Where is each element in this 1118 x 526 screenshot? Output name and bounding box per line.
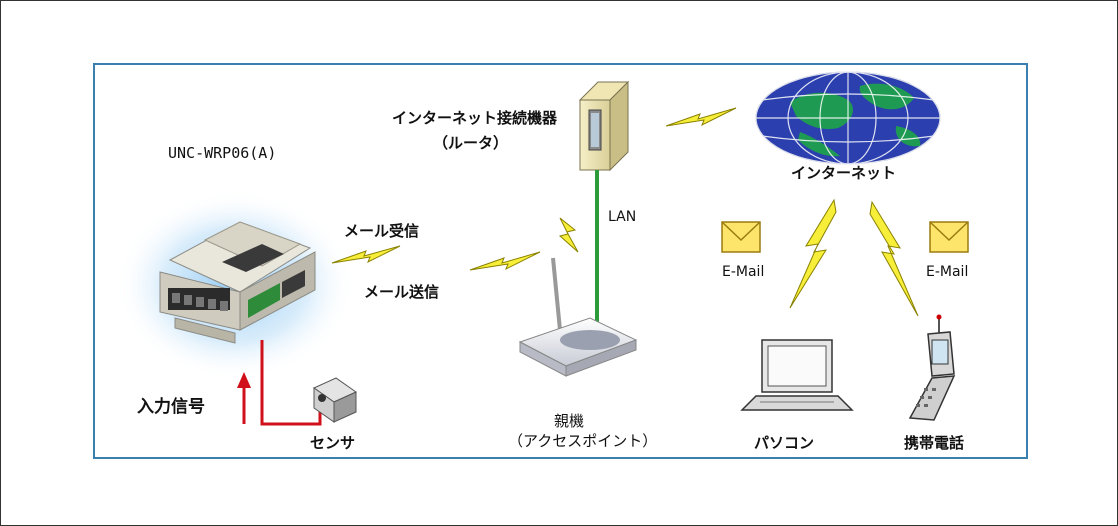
phone-label: 携帯電話: [904, 434, 965, 452]
email-right-label: E-Mail: [926, 264, 969, 280]
diagram-frame: [93, 63, 1028, 459]
email-envelope-right-icon: [929, 221, 969, 253]
mail-receive-label: メール受信: [344, 222, 420, 240]
sensor-label: センサ: [310, 434, 356, 452]
router-label: インターネット接続機器: [392, 109, 558, 127]
access-point-label: 親機: [554, 412, 585, 430]
access-point: [518, 257, 638, 377]
router-device: [578, 80, 630, 172]
internet-label: インターネット: [791, 164, 897, 182]
email-left-label: E-Mail: [722, 264, 765, 280]
mail-send-label: メール送信: [364, 283, 440, 301]
lightning-bolts: [331, 107, 919, 317]
input-signal-label: 入力信号: [137, 397, 205, 417]
signal-wiring: [237, 340, 322, 426]
internet-globe: [755, 71, 941, 165]
email-envelope-left-icon: [721, 221, 761, 253]
access-point-sublabel: （アクセスポイント）: [508, 432, 658, 450]
device-unit: [115, 190, 355, 380]
pc-label: パソコン: [754, 434, 815, 452]
device-model-label: UNC-WRP06(A): [168, 144, 277, 162]
laptop-pc: [740, 339, 854, 411]
router-sublabel: （ルータ）: [433, 134, 509, 152]
lan-label: LAN: [608, 209, 637, 225]
sensor-device: [312, 377, 358, 423]
mobile-phone: [908, 314, 956, 421]
